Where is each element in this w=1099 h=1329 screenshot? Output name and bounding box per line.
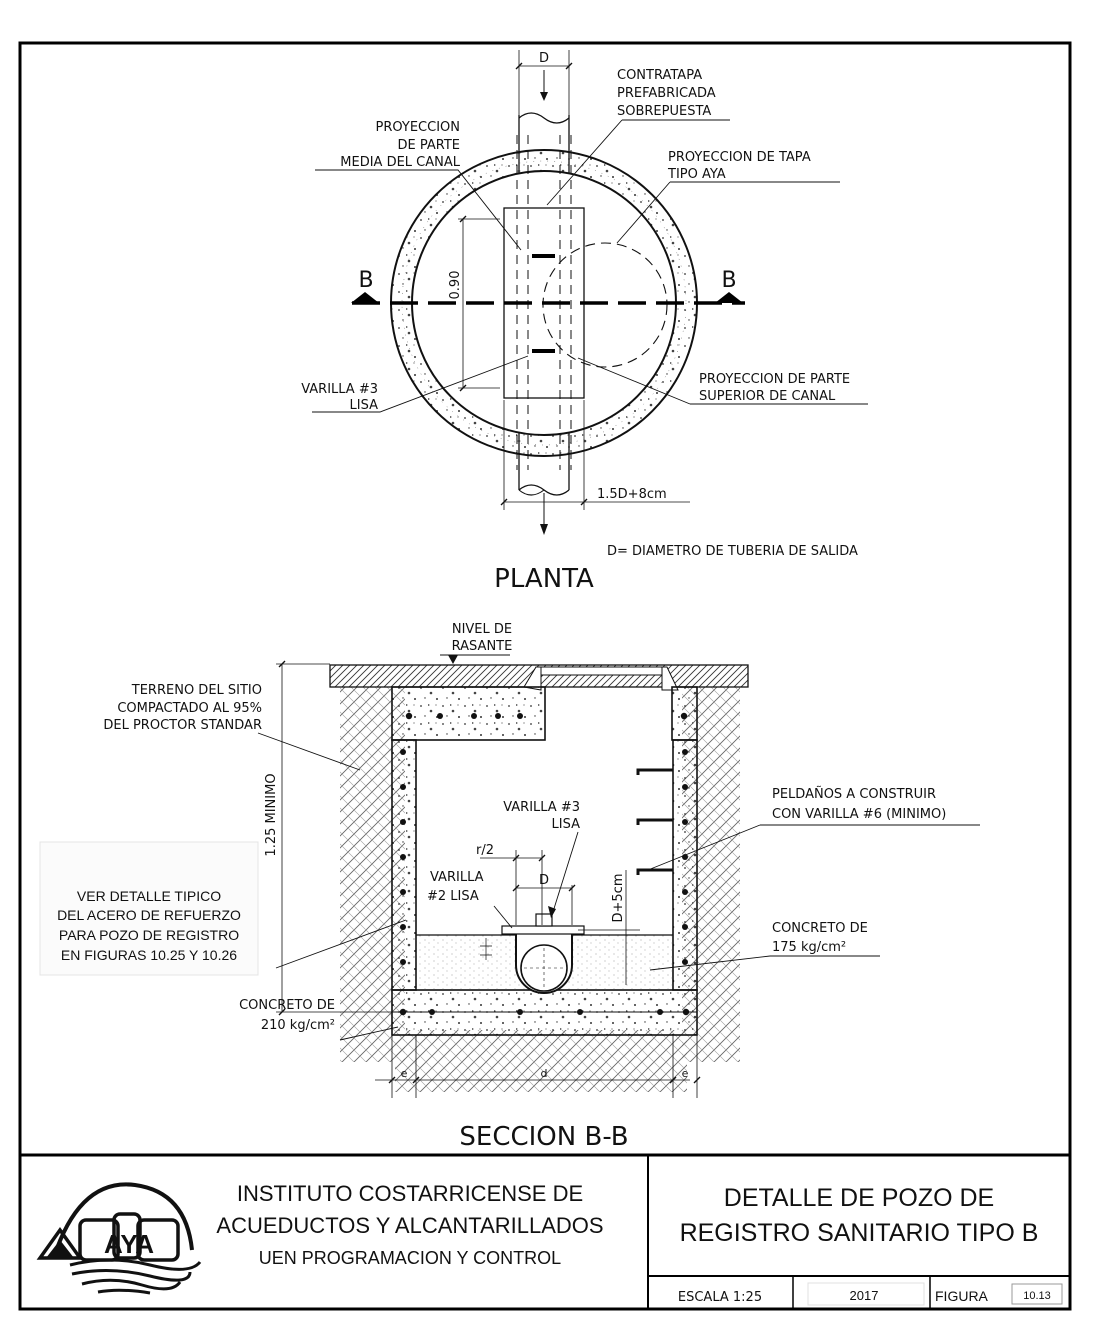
- section-dim-e1: e: [401, 1067, 408, 1080]
- section-dim-minimo: 1.25 MINIMO: [264, 773, 279, 856]
- plan-dim-090: 0.90: [448, 271, 463, 300]
- peldanos-label-2: CON VARILLA #6 (MINIMO): [772, 807, 946, 822]
- note-box: [39, 841, 259, 976]
- section-title: SECCION B-B: [459, 1122, 628, 1152]
- varilla2-label-1: VARILLA: [430, 870, 484, 885]
- institute-line-2: ACUEDUCTOS Y ALCANTARILLADOS: [216, 1213, 603, 1238]
- varilla2-label-2: #2 LISA: [427, 889, 479, 904]
- plan-title: PLANTA: [494, 564, 594, 594]
- proyeccion-media-label-3: MEDIA DEL CANAL: [340, 155, 460, 170]
- sheet-frame: [18, 41, 1072, 1311]
- terreno-label-1: TERRENO DEL SITIO: [131, 683, 262, 698]
- proyeccion-tapa-label-1: PROYECCION DE TAPA: [668, 150, 811, 165]
- nivel-label-2: RASANTE: [452, 639, 513, 654]
- aya-logo-text: AYA: [104, 1229, 154, 1259]
- plan-dim-d: D: [539, 51, 549, 66]
- note-line-1: VER DETALLE TIPICO: [77, 888, 221, 904]
- proyeccion-superior-label-2: SUPERIOR DE CANAL: [699, 389, 836, 404]
- contratapa-label-2: PREFABRICADA: [617, 86, 716, 101]
- year-box: [807, 1282, 925, 1306]
- varilla-plan-label-2: LISA: [350, 398, 379, 413]
- year-label: 2017: [850, 1288, 879, 1303]
- proyeccion-media-label-1: PROYECCION: [376, 120, 461, 135]
- figura-label: FIGURA: [935, 1288, 989, 1304]
- section-dim-d5: D+5cm: [611, 874, 626, 923]
- note-line-2: DEL ACERO DE REFUERZO: [57, 907, 241, 923]
- proyeccion-media-label-2: DE PARTE: [398, 138, 461, 153]
- d-note: D= DIAMETRO DE TUBERIA DE SALIDA: [607, 544, 858, 559]
- plan-view: [312, 50, 868, 535]
- nivel-label-1: NIVEL DE: [452, 622, 512, 637]
- terreno-label-3: DEL PROCTOR STANDAR: [103, 718, 262, 733]
- section-dim-e2: e: [682, 1067, 689, 1080]
- figura-number: 10.13: [1023, 1290, 1051, 1302]
- plan-dim-width: 1.5D+8cm: [597, 487, 667, 502]
- institute-line-1: INSTITUTO COSTARRICENSE DE: [237, 1181, 583, 1206]
- aya-logo: AYA: [36, 1182, 202, 1295]
- concreto175-label-2: 175 kg/cm²: [772, 940, 846, 955]
- contratapa-label-1: CONTRATAPA: [617, 68, 702, 83]
- section-mark-right: B: [721, 268, 736, 293]
- varilla-plan-label-1: VARILLA #3: [301, 382, 378, 397]
- section-dim-dd: d: [541, 1067, 548, 1080]
- title-block: [20, 1153, 1070, 1309]
- escala-label: ESCALA 1:25: [678, 1290, 762, 1305]
- peldanos-label-1: PELDAÑOS A CONSTRUIR: [772, 786, 936, 802]
- r2-label: r/2: [476, 843, 494, 858]
- terreno-label-2: COMPACTADO AL 95%: [117, 701, 262, 716]
- varilla3-label-2: LISA: [552, 817, 581, 832]
- contratapa-label-3: SOBREPUESTA: [617, 104, 711, 119]
- section-view: [257, 654, 980, 1098]
- unit-line: UEN PROGRAMACION Y CONTROL: [259, 1248, 561, 1268]
- section-dim-d: D: [539, 873, 549, 888]
- proyeccion-tapa-label-2: TIPO AYA: [667, 167, 726, 182]
- drawing-title-line-2: REGISTRO SANITARIO TIPO B: [680, 1219, 1039, 1247]
- concreto175-label-1: CONCRETO DE: [772, 921, 868, 936]
- section-mark-left: B: [358, 268, 373, 293]
- note-line-3: PARA POZO DE REGISTRO: [59, 927, 239, 943]
- varilla3-label-1: VARILLA #3: [503, 800, 580, 815]
- note-line-4: EN FIGURAS 10.25 Y 10.26: [61, 947, 237, 963]
- concreto210-label-1: CONCRETO DE: [239, 998, 335, 1013]
- concreto210-label-2: 210 kg/cm²: [261, 1018, 335, 1033]
- drawing-title-line-1: DETALLE DE POZO DE: [724, 1184, 994, 1212]
- figura-number-box: [1011, 1283, 1063, 1305]
- proyeccion-superior-label-1: PROYECCION DE PARTE: [699, 372, 850, 387]
